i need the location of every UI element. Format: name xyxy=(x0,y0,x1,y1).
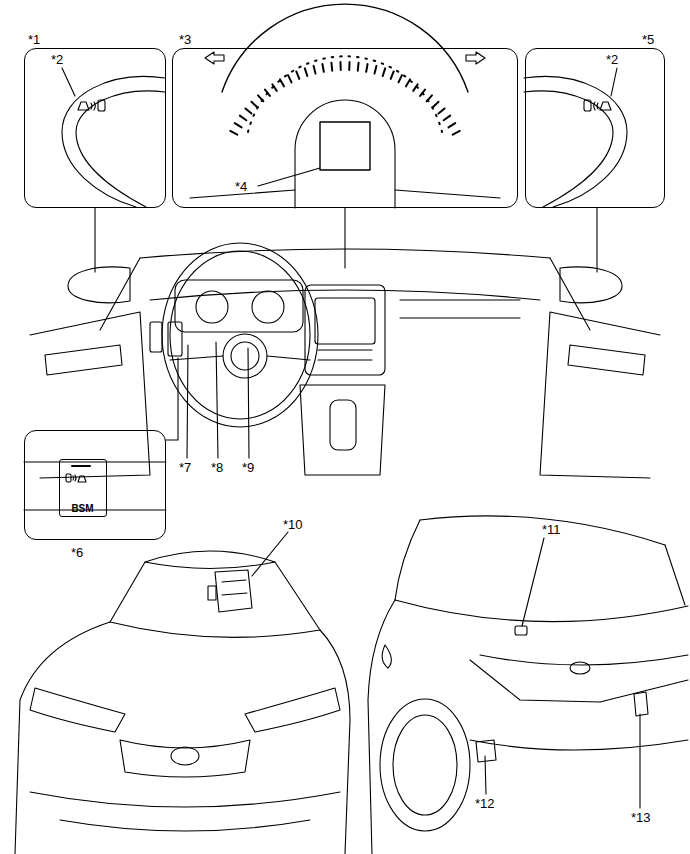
callout-number: *7 xyxy=(179,460,191,475)
gauge-tick xyxy=(339,62,341,70)
gauge-tick xyxy=(453,131,460,135)
gauge-tick xyxy=(296,71,299,78)
gauge-tick xyxy=(245,108,251,113)
inset-frame: *1*2 xyxy=(24,48,166,208)
inset-frame: *5*2 xyxy=(525,48,665,208)
inset-frame: *6BSM xyxy=(24,430,166,540)
gauge-tick xyxy=(230,131,237,135)
callout-number: *6 xyxy=(71,545,83,560)
gauge-tick xyxy=(305,68,307,76)
callout-number: *2 xyxy=(606,52,618,67)
mirror-detail xyxy=(524,68,627,207)
meter-detail xyxy=(190,4,500,208)
callout-number: *5 xyxy=(642,32,654,47)
callout-number: *2 xyxy=(51,52,63,67)
bsm-switch: BSM xyxy=(59,459,107,517)
gauge-tick xyxy=(383,68,385,76)
gauge-tick xyxy=(348,62,350,70)
gauge-tick xyxy=(288,75,292,82)
callout-number: *1 xyxy=(28,32,40,47)
gauge-tick xyxy=(444,116,450,121)
callout-number: *11 xyxy=(542,522,561,537)
gauge-tick xyxy=(314,66,316,74)
gauge-tick xyxy=(448,123,455,127)
gauge-tick xyxy=(433,102,439,108)
switch-detail xyxy=(24,462,166,510)
gauge-tick xyxy=(235,123,242,127)
callout-number: *9 xyxy=(242,460,254,475)
gauge-tick xyxy=(438,108,444,113)
gauge-tick xyxy=(240,116,246,121)
dashboard-illustration xyxy=(30,243,660,478)
gauge-tick xyxy=(330,63,333,71)
gauge-tick xyxy=(357,63,360,71)
gauge-tick xyxy=(375,66,377,74)
gauge-tick xyxy=(251,102,257,108)
switch-label: BSM xyxy=(71,503,93,514)
gauge-tick xyxy=(322,64,323,72)
gauge-tick xyxy=(406,79,410,86)
callout-number: *10 xyxy=(283,517,303,532)
mirror-detail xyxy=(62,68,165,207)
leader-line xyxy=(95,208,640,808)
gauge-tick xyxy=(366,64,367,72)
callout-number: *12 xyxy=(475,796,495,811)
front-car-illustration xyxy=(15,551,350,854)
gauge-tick xyxy=(398,75,402,82)
gauge-tick xyxy=(391,71,394,78)
callout-number: *8 xyxy=(211,460,223,475)
callout-number: *13 xyxy=(631,810,651,825)
callout-number: *3 xyxy=(179,32,191,47)
rear-car-illustration xyxy=(368,516,688,854)
callout-number: *4 xyxy=(235,179,247,194)
gauge-tick xyxy=(280,79,284,86)
inset-frame: *3*4 xyxy=(172,48,518,208)
